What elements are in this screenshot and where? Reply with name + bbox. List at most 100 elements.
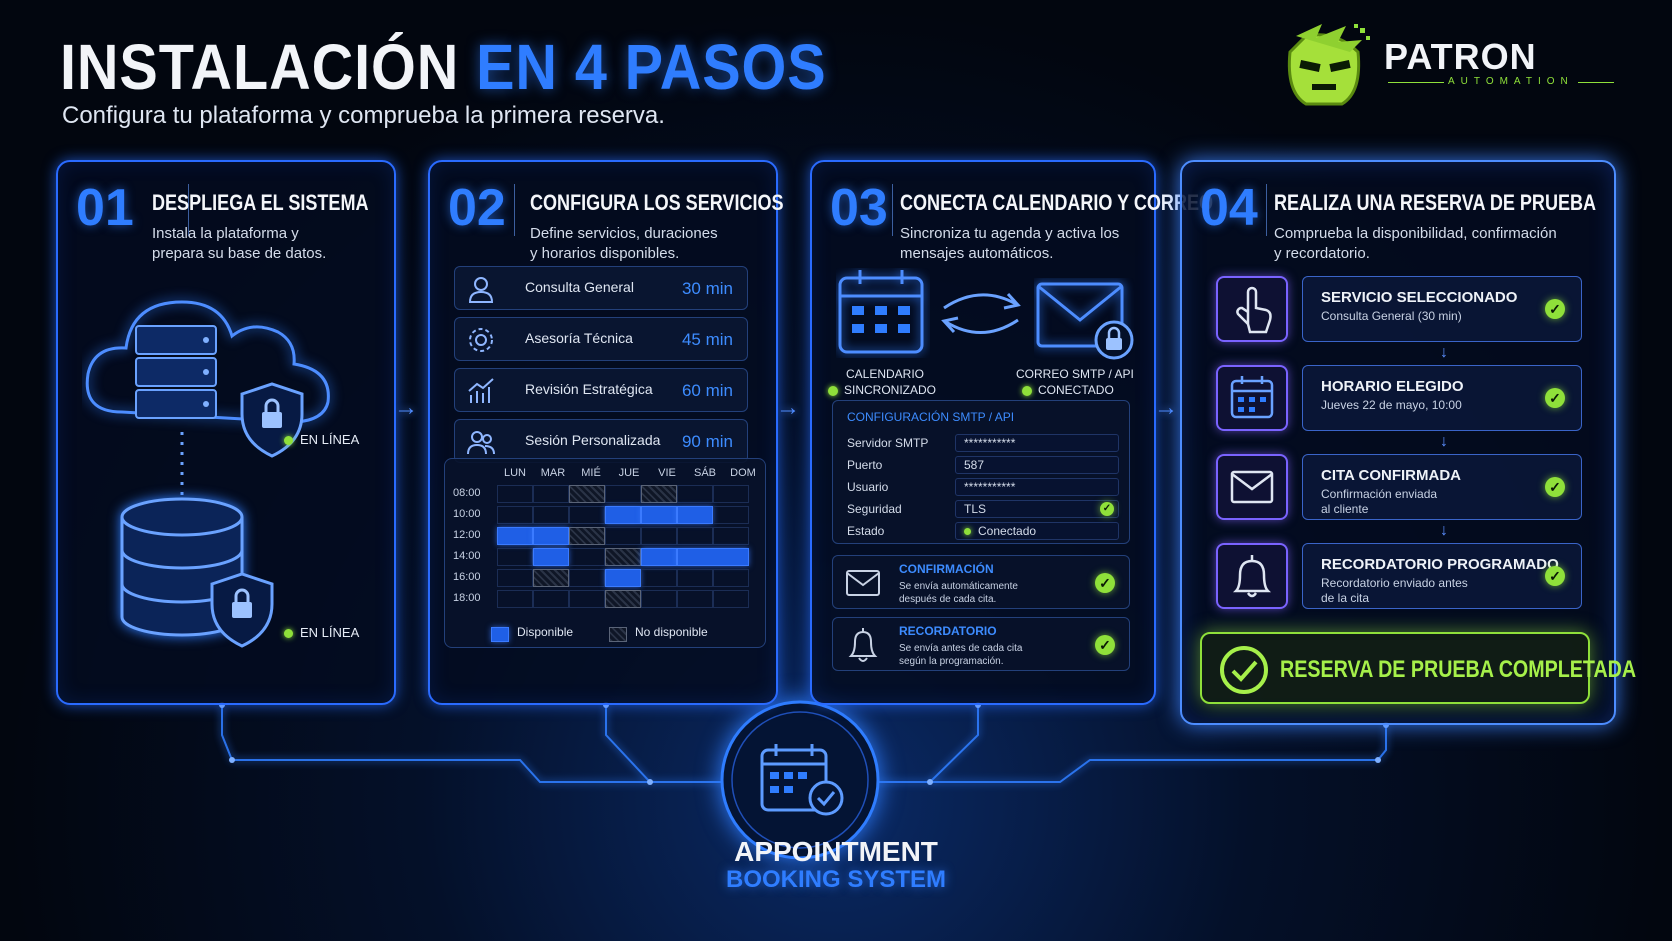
check-icon: ✓ bbox=[1545, 566, 1565, 586]
calendar-slot bbox=[497, 590, 533, 608]
calendar-icon bbox=[1216, 365, 1288, 431]
calendar-check-icon bbox=[760, 744, 844, 816]
title-white: INSTALACIÓN bbox=[60, 31, 460, 103]
day-header: LUN bbox=[503, 467, 526, 479]
step-desc-line1: Instala la plataforma y bbox=[152, 225, 299, 242]
step-card-04: 04 REALIZA UNA RESERVA DE PRUEBA Comprue… bbox=[1180, 160, 1636, 725]
test-step-reminder: RECORDATORIO PROGRAMADO Recordatorio env… bbox=[1302, 543, 1582, 609]
step-card-01: 01 DESPLIEGA EL SISTEMA Instala la plata… bbox=[56, 160, 396, 705]
arrow-right-icon: → bbox=[394, 394, 418, 421]
calendar-slot bbox=[605, 506, 641, 524]
envelope-icon bbox=[1216, 454, 1288, 520]
calendar-slot bbox=[713, 527, 749, 545]
check-circle-icon bbox=[1220, 646, 1268, 694]
calendar-slot bbox=[533, 590, 569, 608]
step-title: CONFIGURA LOS SERVICIOS bbox=[530, 190, 784, 215]
smtp-server-field[interactable]: *********** bbox=[955, 434, 1119, 452]
calendar-slot bbox=[497, 485, 533, 503]
day-header: MAR bbox=[540, 467, 566, 479]
day-header: SÁB bbox=[693, 467, 716, 479]
status-dot-icon bbox=[284, 436, 293, 446]
step-title: CONECTA CALENDARIO Y CORREO bbox=[900, 190, 1214, 215]
check-icon: ✓ bbox=[1545, 299, 1565, 319]
logo-rule-right bbox=[1578, 82, 1614, 83]
page-title: INSTALACIÓN EN 4 PASOS bbox=[60, 30, 912, 104]
patron-mascot-icon bbox=[1287, 24, 1370, 106]
smtp-user-label: Usuario bbox=[847, 480, 889, 494]
check-icon: ✓ bbox=[1545, 388, 1565, 408]
arrow-right-icon: → bbox=[1154, 394, 1178, 421]
step-number: 03 bbox=[830, 179, 888, 237]
calendar-slot bbox=[677, 527, 713, 545]
cloud-server-database-icon bbox=[85, 300, 330, 648]
calendar-slot bbox=[569, 569, 605, 587]
calendar-slot bbox=[641, 590, 677, 608]
smtp-security-field[interactable]: TLS✓ bbox=[955, 500, 1119, 518]
calendar-slot bbox=[713, 485, 749, 503]
legend-available: Disponible bbox=[517, 625, 574, 639]
calendar-slot bbox=[605, 548, 641, 566]
arrow-right-icon: → bbox=[776, 394, 800, 421]
step-card-02: 02 CONFIGURA LOS SERVICIOS Define servic… bbox=[428, 160, 784, 705]
day-header: JUE bbox=[618, 467, 640, 479]
complete-label: RESERVA DE PRUEBA COMPLETADA bbox=[1280, 656, 1637, 683]
calendar-slot bbox=[605, 527, 641, 545]
divider bbox=[1266, 184, 1267, 236]
smtp-user-field[interactable]: *********** bbox=[955, 478, 1119, 496]
calendar-slot bbox=[533, 506, 569, 524]
calendar-slot bbox=[569, 527, 605, 545]
divider bbox=[188, 184, 189, 236]
sync-arrows-icon bbox=[941, 292, 1021, 334]
footer-title: APPOINTMENT bbox=[734, 836, 938, 867]
calendar-slot bbox=[497, 569, 533, 587]
smtp-config-panel: CONFIGURACIÓN SMTP / API Servidor SMTP *… bbox=[832, 400, 1130, 544]
step-title: DESPLIEGA EL SISTEMA bbox=[152, 190, 369, 215]
calendar-slot bbox=[569, 590, 605, 608]
test-step-service: SERVICIO SELECCIONADO Consulta General (… bbox=[1302, 276, 1582, 342]
step-number: 02 bbox=[448, 179, 506, 237]
calendar-slot bbox=[641, 485, 677, 503]
brand-name: PATRON bbox=[1384, 36, 1537, 77]
arrow-down-icon: ↓ bbox=[1440, 433, 1448, 450]
step-desc-line2: mensajes automáticos. bbox=[900, 245, 1054, 262]
status-online-server: EN LÍNEA bbox=[284, 432, 359, 447]
step-number: 04 bbox=[1200, 179, 1258, 237]
mail-status: CORREO SMTP / API CONECTADO bbox=[1016, 367, 1134, 397]
envelope-lock-icon bbox=[1036, 282, 1134, 360]
day-header: DOM bbox=[730, 467, 756, 479]
service-name: Asesoría Técnica bbox=[525, 330, 633, 346]
chart-icon bbox=[468, 378, 494, 403]
service-row[interactable]: Asesoría Técnica 45 min bbox=[454, 317, 748, 361]
check-dot-icon bbox=[828, 385, 838, 396]
smtp-header: CONFIGURACIÓN SMTP / API bbox=[847, 410, 1015, 424]
service-row[interactable]: Consulta General 30 min bbox=[454, 266, 748, 310]
service-row[interactable]: Revisión Estratégica 60 min bbox=[454, 368, 748, 412]
legend-unavailable: No disponible bbox=[635, 625, 708, 639]
smtp-port-label: Puerto bbox=[847, 458, 883, 472]
divider bbox=[892, 184, 893, 236]
calendar-slot bbox=[641, 548, 677, 566]
confirmation-title: CONFIRMACIÓN bbox=[899, 562, 994, 576]
step-title: REALIZA UNA RESERVA DE PRUEBA bbox=[1274, 190, 1597, 215]
time-label: 14:00 bbox=[453, 550, 481, 562]
calendar-slot bbox=[713, 590, 749, 608]
calendar-slot bbox=[497, 527, 533, 545]
smtp-port-field[interactable]: 587 bbox=[955, 456, 1119, 474]
calendar-slot bbox=[713, 569, 749, 587]
bell-icon bbox=[1216, 543, 1288, 609]
calendar-slot bbox=[497, 548, 533, 566]
logo-rule-left bbox=[1388, 82, 1444, 83]
service-row[interactable]: Sesión Personalizada 90 min bbox=[454, 419, 748, 463]
smtp-security-label: Seguridad bbox=[847, 502, 902, 516]
legend-available-swatch bbox=[491, 627, 509, 642]
step-desc-line2: y horarios disponibles. bbox=[530, 245, 680, 262]
step-desc-line2: prepara su base de datos. bbox=[152, 245, 327, 262]
step-card-03: 03 CONECTA CALENDARIO Y CORREO Sincroniz… bbox=[810, 160, 1213, 705]
gear-icon bbox=[469, 328, 493, 352]
smtp-state-label: Estado bbox=[847, 524, 885, 538]
arrow-down-icon: ↓ bbox=[1440, 522, 1448, 539]
group-icon bbox=[467, 431, 495, 455]
